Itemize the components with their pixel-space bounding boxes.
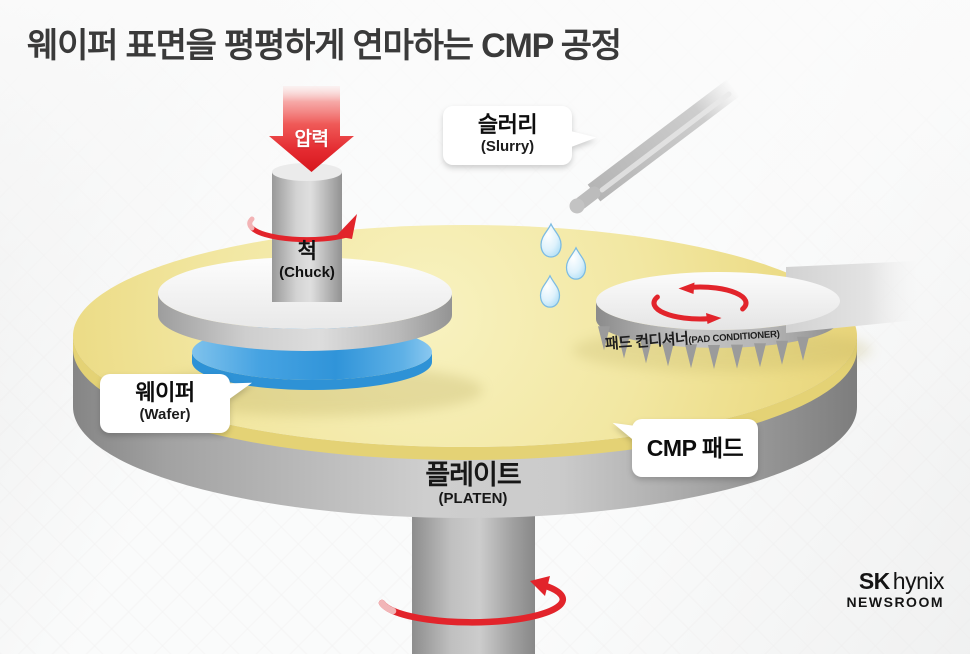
- droplet-icon: [540, 222, 562, 258]
- pressure-label: 압력: [294, 129, 329, 150]
- arrowhead-icon: [530, 576, 550, 596]
- droplet-icon: [539, 274, 561, 308]
- arrowhead-icon: [678, 282, 695, 294]
- wafer-label-ko: 웨이퍼: [135, 380, 195, 405]
- rotation-arc-icon: [378, 582, 567, 626]
- slurry-bubble: 슬러리 (Slurry): [443, 106, 597, 165]
- slurry-label-en: (Slurry): [480, 138, 535, 155]
- platen-label-en: (PLATEN): [438, 490, 508, 507]
- chuck-label-en: (Chuck): [279, 264, 335, 281]
- brand-newsroom: NEWSROOM: [846, 594, 944, 610]
- conditioner-teeth: [598, 326, 809, 369]
- conditioner-rotation-icon: [651, 282, 749, 324]
- cmp-pad-bubble: CMP 패드: [609, 419, 758, 477]
- rotation-arc-icon: [249, 225, 350, 243]
- droplet-icon: [565, 246, 587, 280]
- rotation-arc-fade: [247, 216, 255, 231]
- conditioner-disc-top: [596, 272, 840, 330]
- arrowhead-icon: [706, 313, 722, 324]
- page-title: 웨이퍼 표면을 평평하게 연마하는 CMP 공정: [27, 27, 622, 65]
- rotation-arc-fade: [378, 599, 397, 615]
- bubble-tail: [567, 130, 597, 152]
- carrier-rim: [158, 293, 452, 351]
- platen-shaft: [412, 512, 535, 654]
- pressure-arrow-icon: [269, 86, 354, 172]
- platen-label: 플레이트 (PLATEN): [353, 460, 593, 508]
- nozzle-tip: [574, 186, 601, 210]
- down-arrow-icon: [269, 86, 354, 172]
- slurry-droplets: [539, 222, 587, 308]
- slurry-nozzle: [569, 79, 740, 214]
- platen-label-ko: 플레이트: [425, 460, 521, 490]
- wafer-bubble: 웨이퍼 (Wafer): [100, 374, 255, 433]
- arrowhead-icon: [336, 214, 357, 239]
- conditioner-rim: [596, 301, 840, 348]
- chuck-label-ko: 척: [297, 240, 317, 263]
- chuck-label: 척 (Chuck): [247, 240, 367, 282]
- chuck-rotation-arrow-icon: [247, 214, 357, 243]
- wafer-side: [192, 352, 432, 390]
- brand-sk: SK: [858, 568, 890, 594]
- cmp-pad-label: CMP 패드: [646, 435, 744, 461]
- platen-rotation-arrow-icon: [378, 576, 567, 626]
- wafer-label-en: (Wafer): [139, 406, 191, 423]
- slurry-label-ko: 슬러리: [477, 112, 538, 137]
- nozzle-ball: [569, 198, 585, 214]
- chuck-top: [272, 163, 342, 181]
- pad-conditioner: [596, 261, 917, 369]
- tube-highlight: [599, 91, 732, 193]
- brand-hynix: hynix: [892, 568, 945, 594]
